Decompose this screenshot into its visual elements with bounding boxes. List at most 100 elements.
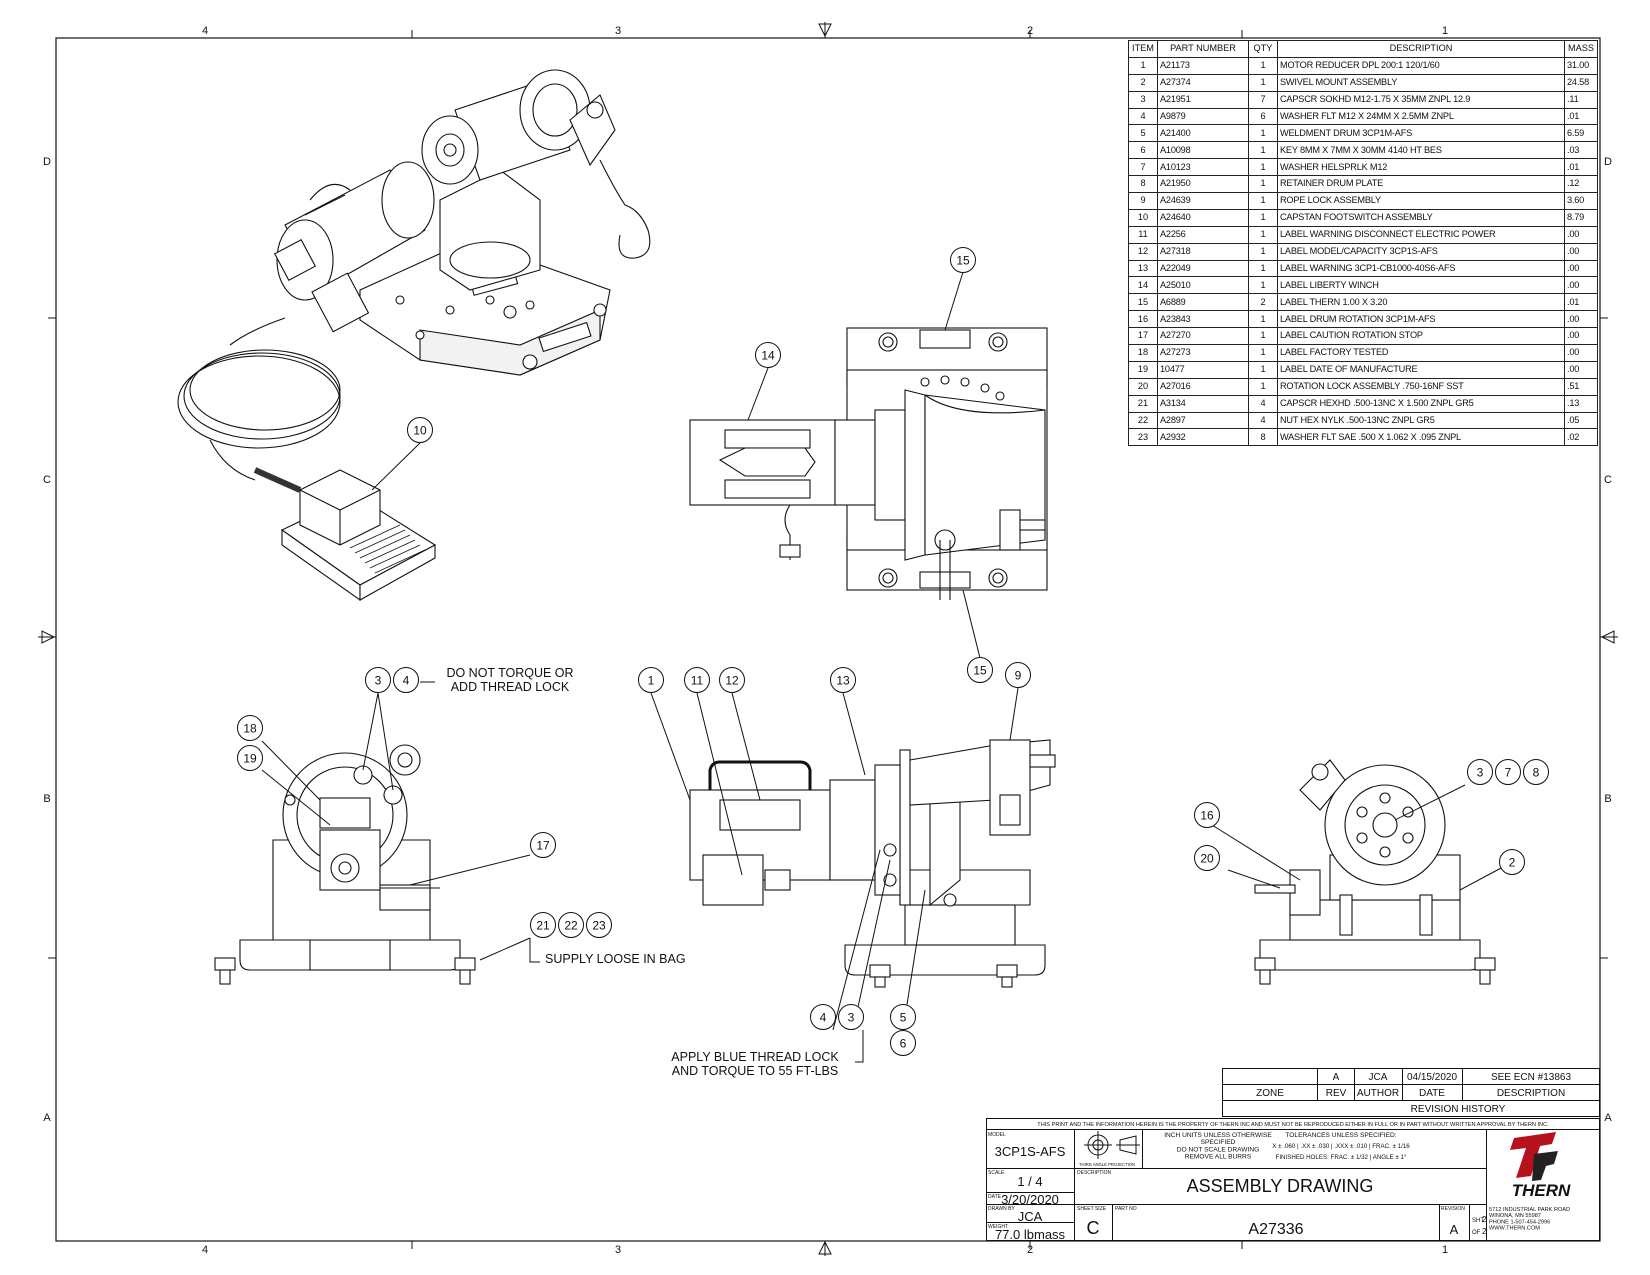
balloon-number: 5 xyxy=(900,1011,907,1025)
part-no-label: PART NO xyxy=(1115,1206,1137,1212)
zone-col-bottom-1: 1 xyxy=(1442,1244,1448,1256)
bom-qty: 1 xyxy=(1248,276,1278,295)
model-label: MODEL xyxy=(988,1132,1006,1138)
isometric-view xyxy=(177,69,651,602)
centering-marks xyxy=(38,22,1618,1256)
title-block: THIS PRINT AND THE INFORMATION HEREIN IS… xyxy=(986,1118,1600,1242)
zone-row-right-d: D xyxy=(1604,156,1612,168)
bom-description: WASHER HELSPRLK M12 xyxy=(1277,158,1565,177)
bom-qty: 1 xyxy=(1248,360,1278,379)
revision-header-zone: ZONE xyxy=(1256,1088,1284,1099)
date-value: 3/20/2020 xyxy=(1001,1192,1059,1207)
leaders xyxy=(261,271,1504,1063)
bom-qty: 1 xyxy=(1248,377,1278,396)
bom-part-number: A24639 xyxy=(1157,192,1249,210)
item-balloon: 2 xyxy=(1499,849,1525,875)
bom-header-mass: MASS xyxy=(1564,40,1598,58)
item-balloon: 3 xyxy=(838,1004,864,1030)
note-no-torque: DO NOT TORQUE OR ADD THREAD LOCK xyxy=(446,666,574,694)
zone-row-right-b: B xyxy=(1604,793,1611,805)
bom-mass: .00 xyxy=(1564,360,1598,379)
bom-qty: 1 xyxy=(1248,310,1278,329)
note-blue-thread-lock: APPLY BLUE THREAD LOCK AND TORQUE TO 55 … xyxy=(671,1050,839,1078)
date-label: DATE xyxy=(988,1194,1002,1200)
bom-item: 15 xyxy=(1128,293,1158,312)
bom-qty: 6 xyxy=(1248,107,1278,126)
bom-mass: 6.59 xyxy=(1564,124,1598,143)
item-balloon: 7 xyxy=(1495,759,1521,785)
bom-mass: .00 xyxy=(1564,327,1598,346)
bom-description: CAPSTAN FOOTSWITCH ASSEMBLY xyxy=(1277,208,1565,227)
tolerances-line-2: FINISHED HOLES: FRAC. ± 1/32 | ANGLE ± 1… xyxy=(1276,1154,1407,1161)
left-end-view xyxy=(214,744,476,985)
item-balloon: 15 xyxy=(967,657,993,683)
balloon-number: 7 xyxy=(1505,766,1512,780)
bom-qty: 7 xyxy=(1248,90,1278,109)
bom-item: 14 xyxy=(1128,276,1158,295)
item-balloon: 17 xyxy=(530,832,556,858)
balloon-number: 16 xyxy=(1200,809,1214,823)
zone-row-right-c: C xyxy=(1604,474,1612,486)
bom-mass: .00 xyxy=(1564,242,1598,261)
balloon-number: 4 xyxy=(403,674,410,688)
balloon-number: 22 xyxy=(564,919,578,933)
item-balloon: 23 xyxy=(586,912,612,938)
bom-part-number: A22049 xyxy=(1157,259,1249,278)
balloon-number: 23 xyxy=(592,919,606,933)
of-value: 2 xyxy=(1482,1227,1487,1236)
revision-history-title: REVISION HISTORY xyxy=(1411,1104,1506,1115)
third-angle-projection-icon xyxy=(1084,1131,1140,1159)
bom-part-number: A2897 xyxy=(1157,411,1249,430)
bom-description: CAPSCR HEXHD .500-13NC X 1.500 ZNPL GR5 xyxy=(1277,394,1565,413)
bom-header-item: ITEM xyxy=(1128,40,1158,58)
bom-part-number: A6889 xyxy=(1157,293,1249,312)
bom-item: 1 xyxy=(1128,56,1158,75)
zone-ticks xyxy=(48,30,1608,1249)
balloon-number: 21 xyxy=(536,919,550,933)
balloon-number: 12 xyxy=(725,674,739,688)
scale-label: SCALE xyxy=(988,1170,1005,1176)
bom-part-number: A27270 xyxy=(1157,327,1249,346)
bom-mass: .02 xyxy=(1564,428,1598,447)
item-balloon: 13 xyxy=(830,667,856,693)
item-balloon: 1 xyxy=(638,667,664,693)
drawing-frame xyxy=(55,37,1601,1242)
bom-mass: .00 xyxy=(1564,276,1598,295)
bom-part-number: A9879 xyxy=(1157,107,1249,126)
right-end-view xyxy=(1254,759,1496,985)
balloon-number: 18 xyxy=(243,722,257,736)
bom-description: LABEL THERN 1.00 X 3.20 xyxy=(1277,293,1565,312)
bom-part-number: A24640 xyxy=(1157,208,1249,227)
bom-part-number: A2932 xyxy=(1157,428,1249,447)
revision-rev: A xyxy=(1333,1072,1340,1083)
sht-value: 2 xyxy=(1482,1215,1487,1224)
bom-mass: 31.00 xyxy=(1564,56,1598,75)
zone-col-top-3: 3 xyxy=(615,25,621,37)
bom-mass: .13 xyxy=(1564,394,1598,413)
item-balloon: 15 xyxy=(950,247,976,273)
revision-value: A xyxy=(1450,1222,1459,1237)
tolerances-line-1: X ± .060 | .XX ± .030 | .XXX ± .010 | FR… xyxy=(1272,1143,1410,1150)
description-value: ASSEMBLY DRAWING xyxy=(1187,1176,1374,1196)
balloon-number: 9 xyxy=(1015,669,1022,683)
balloon-number: 19 xyxy=(243,752,257,766)
bom-mass: .00 xyxy=(1564,344,1598,362)
bom-mass: .05 xyxy=(1564,411,1598,430)
item-balloon: 16 xyxy=(1194,802,1220,828)
bom-qty: 1 xyxy=(1248,141,1278,160)
item-balloon: 14 xyxy=(755,342,781,368)
